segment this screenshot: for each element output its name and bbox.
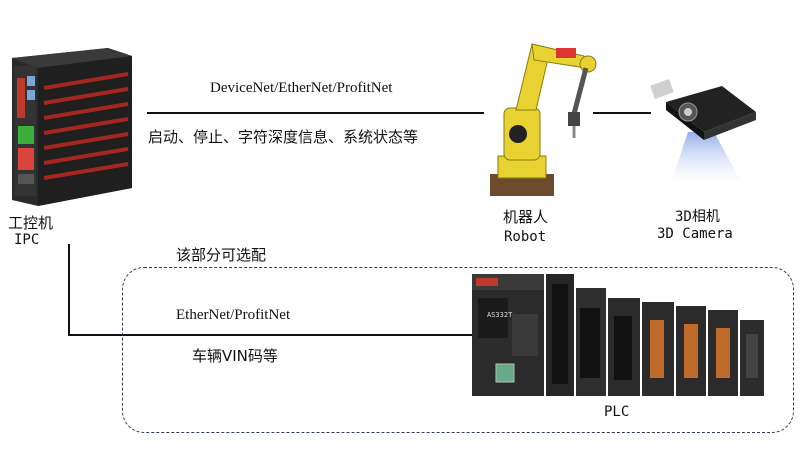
link-robot-camera-line — [593, 112, 651, 114]
link-ipc-plc-line — [68, 334, 472, 336]
ipc-device — [12, 48, 132, 206]
camera-name-en: 3D Camera — [657, 226, 733, 242]
optional-section-box — [122, 267, 794, 433]
plc-model-label: AS332T — [487, 311, 513, 319]
link-ipc-robot-line — [147, 112, 484, 114]
camera-name-cn: 3D相机 — [675, 209, 720, 225]
ipc-name-cn: 工控机 — [8, 214, 54, 232]
link-plc-protocol: EtherNet/ProfitNet — [176, 307, 291, 323]
robot-name-en: Robot — [504, 229, 547, 245]
3d-camera — [650, 79, 756, 180]
link-robot-protocol: DeviceNet/EtherNet/ProfitNet — [210, 80, 393, 96]
optional-note: 该部分可选配 — [176, 246, 267, 264]
link-ipc-down-line — [68, 244, 70, 335]
plc-device — [472, 274, 764, 396]
link-plc-content: 车辆VIN码等 — [192, 347, 278, 365]
link-robot-content: 启动、停止、字符深度信息、系统状态等 — [148, 128, 419, 146]
plc-name: PLC — [604, 404, 630, 420]
ipc-name-en: IPC — [14, 232, 40, 248]
robot-name-cn: 机器人 — [503, 208, 549, 226]
robot-arm — [490, 43, 597, 196]
